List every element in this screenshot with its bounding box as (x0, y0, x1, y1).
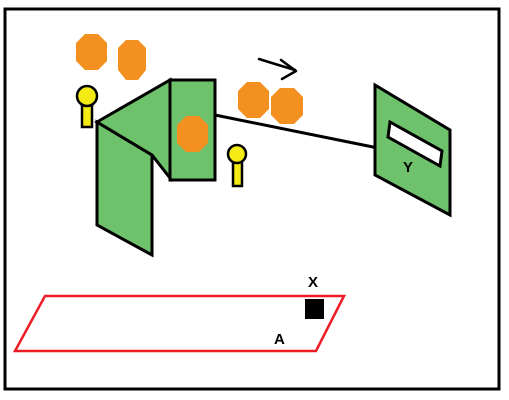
orange-ball (177, 116, 208, 152)
orange-ball (238, 82, 269, 118)
marker-label: X (308, 274, 318, 291)
light-ray (214, 113, 379, 150)
screen-slit (386, 119, 444, 169)
orange-ball (118, 40, 146, 80)
diagram-frame (3, 7, 501, 391)
arrow-right-icon (257, 57, 298, 81)
lamp (226, 143, 248, 188)
plane-a (12, 294, 347, 353)
lamp (75, 84, 99, 129)
plane-label: A (274, 331, 285, 348)
orange-ball (76, 34, 107, 70)
screen-label: Y (403, 159, 413, 176)
orange-ball (271, 88, 303, 124)
marker-square (305, 299, 324, 319)
